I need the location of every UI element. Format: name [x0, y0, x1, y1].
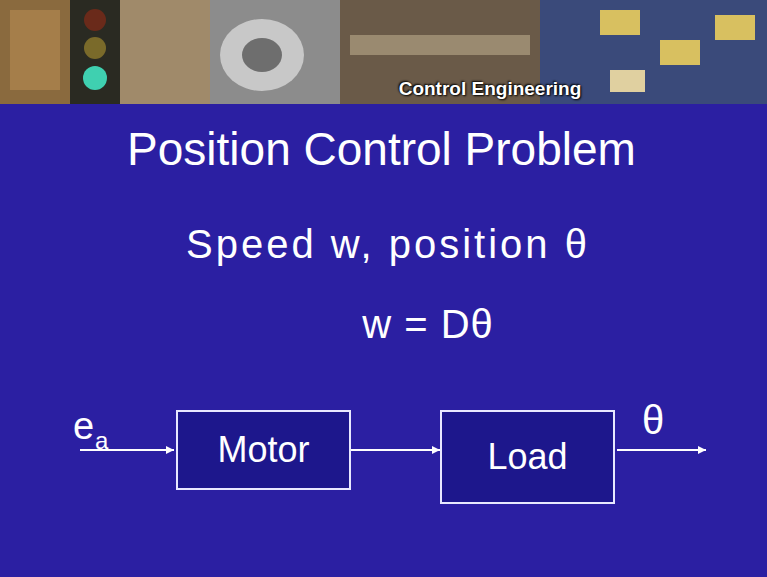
photo-banner [0, 0, 767, 104]
amber-lamp [84, 37, 106, 59]
input-arrow [80, 449, 174, 451]
process-box: Load [440, 410, 615, 504]
output-arrow [617, 449, 706, 451]
chip [660, 40, 700, 65]
machine-part [350, 35, 530, 55]
equation: w = Dθ [362, 302, 494, 346]
chip [715, 15, 755, 40]
disk-hub [242, 38, 282, 72]
photo-panel [210, 0, 340, 104]
signal-subscript: a [95, 428, 108, 454]
chip [600, 10, 640, 35]
photo-detail [10, 10, 60, 90]
box-label: Load [487, 437, 567, 477]
photo-panel [0, 0, 70, 104]
output-signal: θ [642, 398, 664, 442]
photo-panel [120, 0, 210, 104]
slide-title: Position Control Problem [127, 124, 636, 175]
green-lamp [83, 66, 107, 90]
chip [610, 70, 645, 92]
box-label: Motor [217, 430, 309, 470]
signal-arrow [351, 449, 440, 451]
banner-ground [0, 0, 767, 104]
statement: Speed w, position θ [186, 222, 590, 266]
traffic-light [70, 0, 120, 104]
banner-caption: Control Engineering [399, 79, 582, 100]
red-lamp [84, 9, 106, 31]
disk [220, 19, 304, 91]
process-box: Motor [176, 410, 351, 490]
signal-name: e [73, 406, 94, 448]
